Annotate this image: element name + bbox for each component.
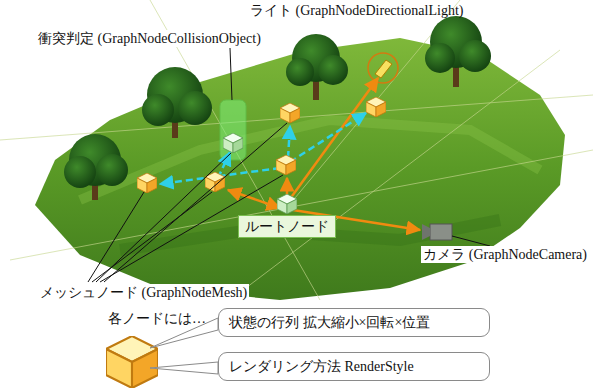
illustration-part [430, 224, 452, 240]
illustration-part [137, 173, 157, 193]
camera-label: カメラ (GraphNodeCamera) [421, 246, 589, 263]
illustration-part [286, 58, 314, 86]
illustration-part [287, 78, 378, 203]
illustration-part [96, 154, 128, 186]
illustration-part [452, 236, 490, 246]
illustration-part [280, 103, 300, 123]
illustration-part [178, 91, 212, 125]
illustration-part [106, 336, 158, 388]
illustration-part [0, 95, 593, 140]
node-text: ルートノード [245, 218, 329, 235]
illustration-part [366, 97, 386, 117]
collision-label: 衝突判定 (GraphNodeCollisionObject) [36, 30, 263, 47]
illustration-part [0, 0, 593, 300]
illustration-part [150, 362, 218, 374]
callout-box: レンダリング方法 RenderStyle [218, 352, 490, 381]
illustration-part [375, 60, 392, 78]
illustration-part [104, 123, 287, 282]
note-heading: 各ノードには… [106, 310, 208, 327]
illustration-part [368, 53, 398, 83]
illustration-part [10, 150, 593, 260]
illustration-part [290, 113, 366, 162]
illustration-part [422, 224, 430, 240]
mesh-label: メッシュノード (GraphNodeMesh) [38, 284, 249, 301]
illustration-part [276, 155, 296, 175]
illustration-part [150, 318, 218, 374]
callout-box: 状態の行列 拡大縮小×回転×位置 [218, 308, 490, 337]
root-node-box: ルートノード [238, 215, 336, 238]
light-label: ライト (GraphNodeDirectionalLight) [248, 2, 465, 19]
illustration-part [64, 156, 96, 188]
illustration-part [288, 126, 290, 158]
illustration-part [459, 40, 491, 72]
illustration-part [318, 55, 348, 85]
node-text: レンダリング方法 RenderStyle [229, 358, 479, 375]
illustration-part [230, 48, 232, 100]
illustration-part [277, 194, 297, 214]
node-text: 状態の行列 拡大縮小×回転×位置 [229, 314, 479, 331]
illustration-part [88, 192, 144, 282]
illustration-part [425, 43, 455, 73]
illustration-part [160, 113, 366, 184]
illustration-part [228, 78, 420, 230]
illustration-part [220, 100, 246, 160]
illustration-part [142, 94, 174, 126]
illustration-part [223, 133, 243, 153]
illustration-part [228, 190, 280, 208]
illustration-part [80, 120, 540, 200]
